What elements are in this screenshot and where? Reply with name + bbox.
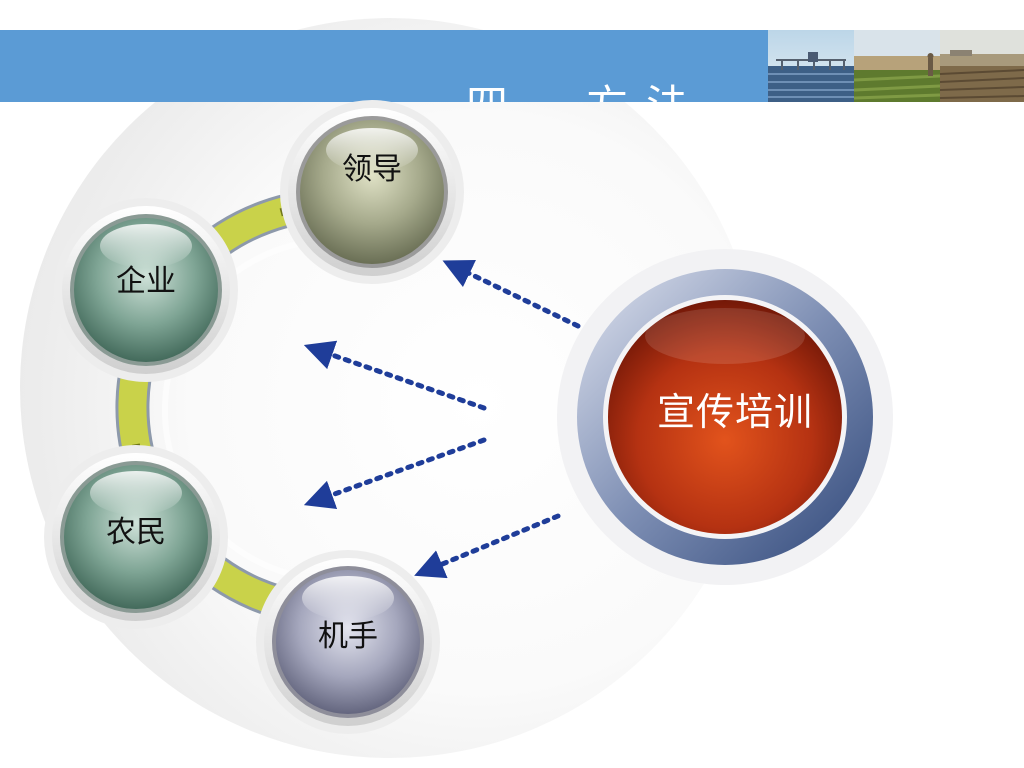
page-title: 四、方法 [466, 76, 706, 102]
farmers-label: 农民 [106, 515, 166, 550]
arrow-to-farmers [303, 437, 487, 510]
leaders-label: 领导 [342, 152, 402, 187]
irrigation-field-photo [768, 30, 854, 102]
connecting-ring [115, 187, 341, 627]
arrows [303, 260, 581, 579]
hub-label: 宣传培训 [656, 390, 813, 434]
arrow-to-leaders [442, 260, 581, 329]
hub-circle [557, 249, 893, 585]
node-farmers [44, 445, 228, 629]
farmland-photo [940, 30, 1024, 102]
operators-label: 机手 [318, 619, 378, 654]
node-leaders [280, 100, 464, 284]
arrow-to-enterprises [303, 340, 487, 411]
header-band [0, 30, 768, 102]
arrow-to-operators [414, 513, 561, 579]
enterprises-label: 企业 [116, 264, 176, 299]
node-operators [256, 550, 440, 734]
node-enterprises [54, 198, 238, 382]
crop-field-photo [854, 30, 940, 102]
